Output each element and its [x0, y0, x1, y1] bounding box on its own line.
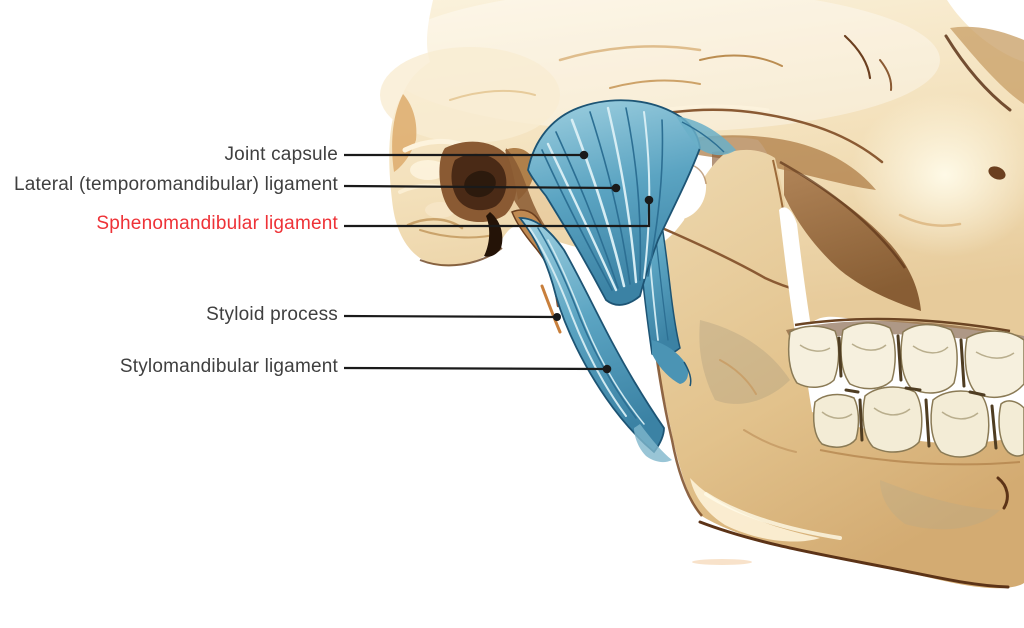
label-sphenomandibular-ligament: Sphenomandibular ligament: [96, 213, 338, 234]
leader-sphenomandibular-ligament: [344, 195, 654, 228]
mandible: [640, 149, 1024, 589]
tympanic-mark: [484, 212, 503, 257]
label-lateral-ligament: Lateral (temporomandibular) ligament: [13, 174, 338, 195]
label-joint-capsule: Joint capsule: [224, 144, 338, 165]
capsule-striations: [541, 106, 664, 292]
leader-joint-capsule: [344, 150, 589, 160]
label-styloid-process: Styloid process: [206, 304, 338, 325]
label-stylomandibular-ligament: Stylomandibular ligament: [119, 356, 338, 377]
upper-teeth: [786, 317, 1024, 399]
stylomandibular-ligament-band: [518, 217, 672, 463]
lower-teeth: [812, 386, 1024, 466]
watermark-smudge: [692, 559, 752, 565]
leader-lateral-ligament: [343, 183, 621, 193]
leader-lines: [343, 150, 654, 374]
leader-styloid-process: [343, 313, 561, 321]
joint-capsule-fan: [527, 99, 736, 306]
temporal-texture-strokes: [419, 34, 893, 239]
maxilla-region: [850, 26, 1024, 257]
mental-hook-mark: [996, 476, 1009, 510]
leader-stylomandibular-ligament: [343, 364, 612, 374]
